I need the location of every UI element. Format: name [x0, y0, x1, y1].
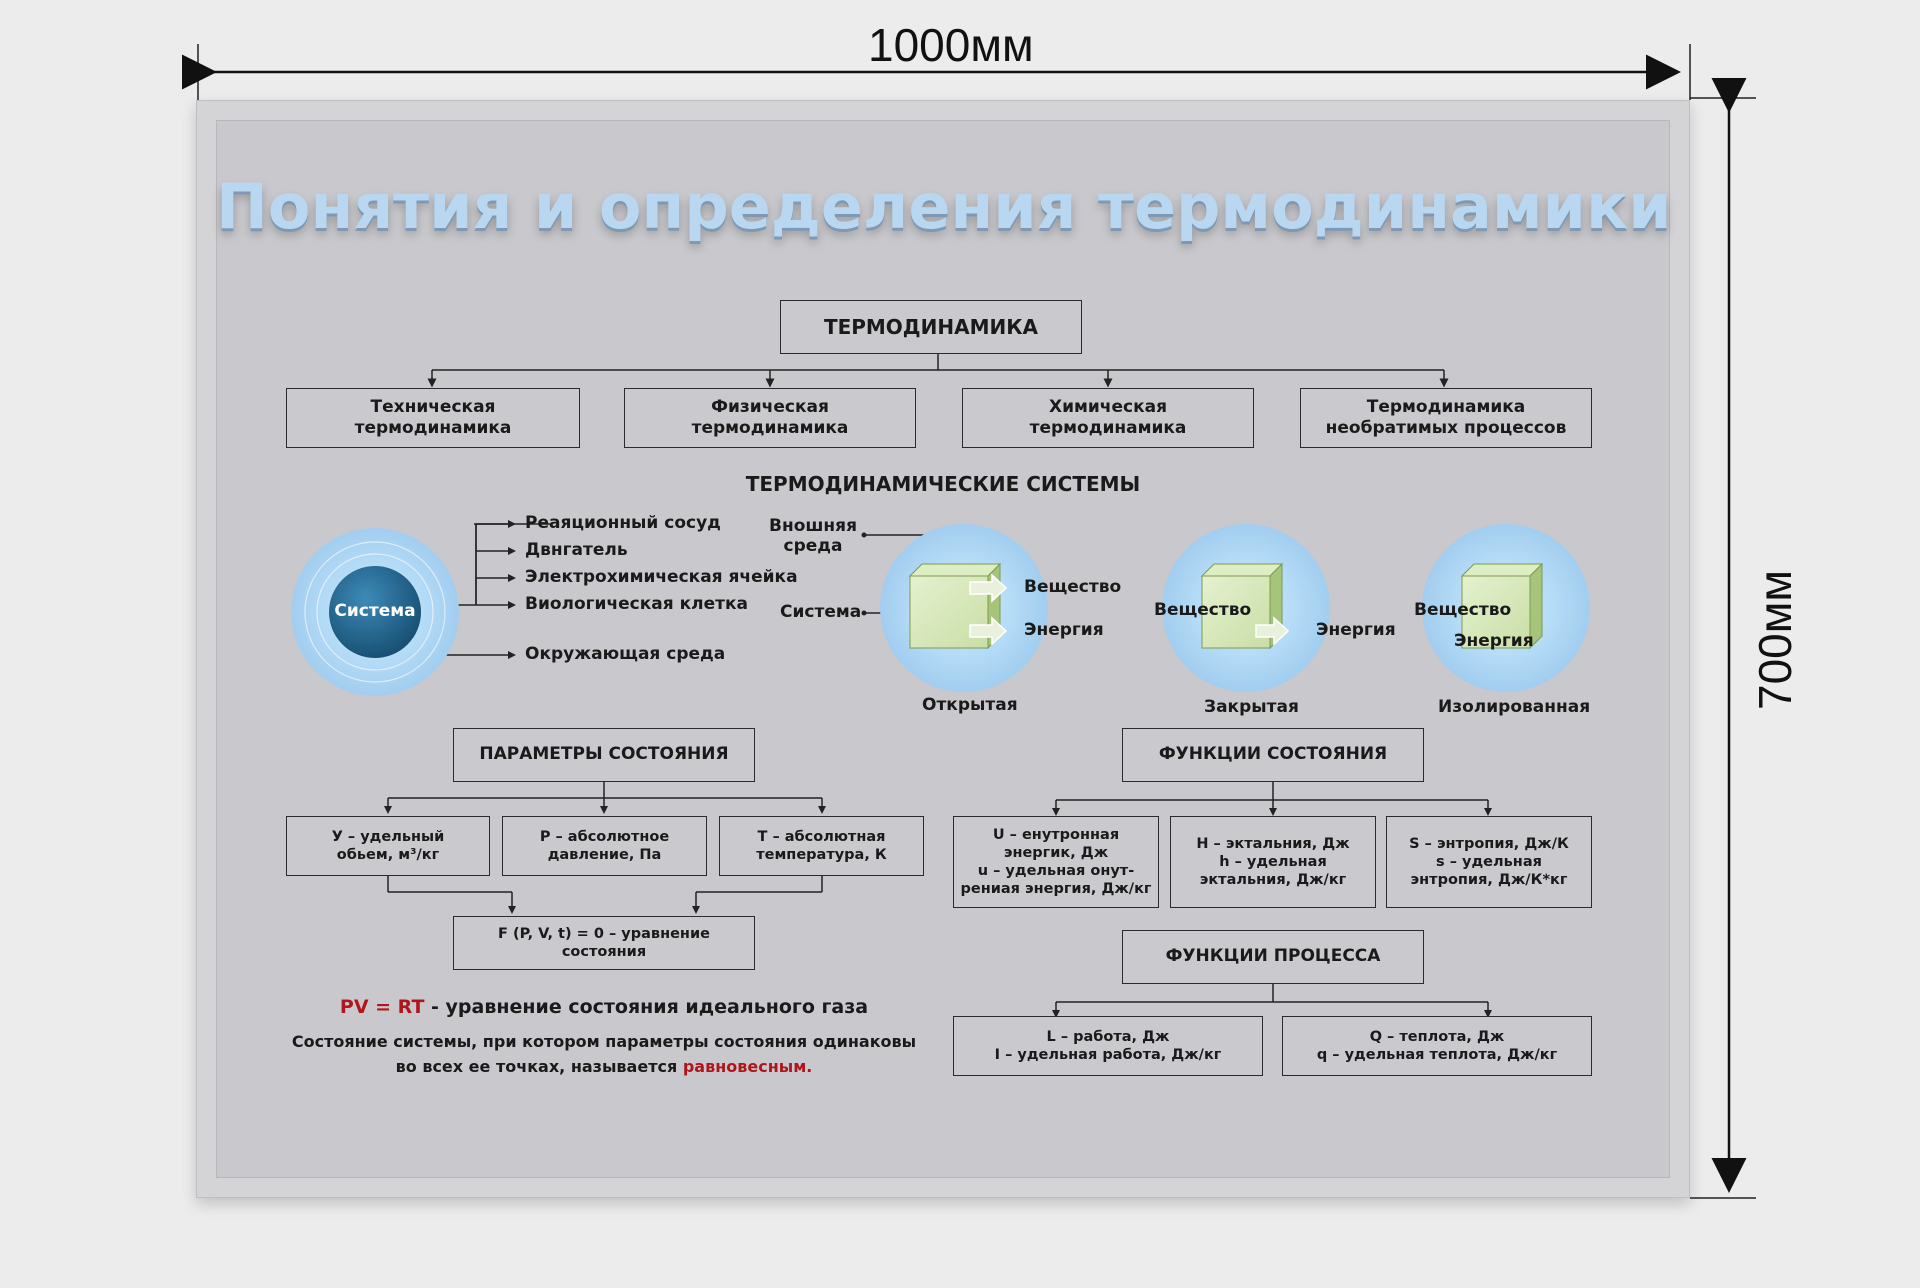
poster-title: Понятия и определения термодинамики	[216, 170, 1672, 243]
root-box-termodinamika: ТЕРМОДИНАМИКА	[780, 300, 1082, 354]
branch-irreversible: Термодинамика необратимых процессов	[1300, 388, 1592, 448]
environment-label: Окружающая среда	[525, 644, 726, 664]
params-heading-box: ПАРАМЕТРЫ СОСТОЯНИЯ	[453, 728, 755, 782]
outer-environment-label: Вношняя среда	[768, 516, 857, 557]
open-substance-label: Вещество	[1024, 577, 1122, 597]
system-type-open: Открытая	[922, 695, 1018, 715]
branch-physical: Физическая термодинамика	[624, 388, 916, 448]
closed-substance-label: Вещество	[1154, 600, 1252, 620]
width-dimension-label: 1000мм	[868, 19, 1034, 71]
state-function-box-enthalpy: Н – эктальния, Дж h – удельная эктальния…	[1170, 816, 1376, 908]
state-function-box-entropy: S – энтропия, Дж/К s – удельная энтропия…	[1386, 816, 1592, 908]
process-function-box-work: L – работа, Дж I – удельная работа, Дж/к…	[953, 1016, 1263, 1076]
open-energy-label: Энергия	[1024, 620, 1104, 640]
equilibrium-line-2-text: во всех ее точках, называется	[395, 1057, 683, 1076]
equilibrium-line-2: во всех ее точках, называется равновесны…	[216, 1057, 992, 1076]
ideal-gas-formula: PV = RT	[339, 996, 425, 1018]
system-leader-label: Система	[780, 602, 862, 622]
branch-technical: Техническая термодинамика	[286, 388, 580, 448]
open-cube	[908, 562, 1002, 650]
closed-energy-label: Энергия	[1316, 620, 1396, 640]
system-type-isolated: Изолированная	[1438, 697, 1591, 717]
process-function-box-heat: Q – теплота, Дж q – удельная теплота, Дж…	[1282, 1016, 1592, 1076]
state-functions-heading-box: ФУНКЦИИ СОСТОЯНИЯ	[1122, 728, 1424, 782]
example-item: Виологическая клетка	[525, 594, 748, 614]
param-box-pressure: Р – абсолютное давление, Па	[502, 816, 707, 876]
systems-heading: ТЕРМОДИНАМИЧЕСКИЕ СИСТЕМЫ	[745, 472, 1141, 496]
example-item: Двнгатель	[525, 540, 628, 560]
process-functions-heading-box: ФУНКЦИИ ПРОЦЕССА	[1122, 930, 1424, 984]
isolated-substance-label: Вещество	[1414, 600, 1512, 620]
branch-chemical: Химическая термодинамика	[962, 388, 1254, 448]
param-box-volume: У – удельный обьем, м³/кг	[286, 816, 490, 876]
sphere-label: Система	[334, 601, 416, 621]
system-type-closed: Закрытая	[1204, 697, 1299, 717]
equilibrium-highlight: равновесным.	[682, 1057, 813, 1076]
isolated-energy-label: Энергия	[1454, 631, 1534, 651]
equilibrium-line-1: Состояние системы, при котором параметры…	[291, 1032, 917, 1051]
param-box-temperature: Т – абсолютная температура, К	[719, 816, 924, 876]
ideal-gas-line: PV = RT - уравнение состояния идеального…	[216, 996, 992, 1018]
example-item: Реаяционный сосуд	[525, 513, 721, 533]
example-item: Электрохимическая ячейка	[525, 567, 798, 587]
system-sphere-graphic	[291, 524, 1590, 696]
state-function-box-internal-energy: U – енутронная энергик, Дж u – удельная …	[953, 816, 1159, 908]
state-equation-box: F (P, V, t) = 0 – уравнение состояния	[453, 916, 755, 970]
poster: Понятия и определения термодинамики	[216, 120, 1672, 1178]
height-dimension-label: 700мм	[1749, 570, 1801, 710]
ideal-gas-text: - уравнение состояния идеального газа	[424, 996, 869, 1018]
